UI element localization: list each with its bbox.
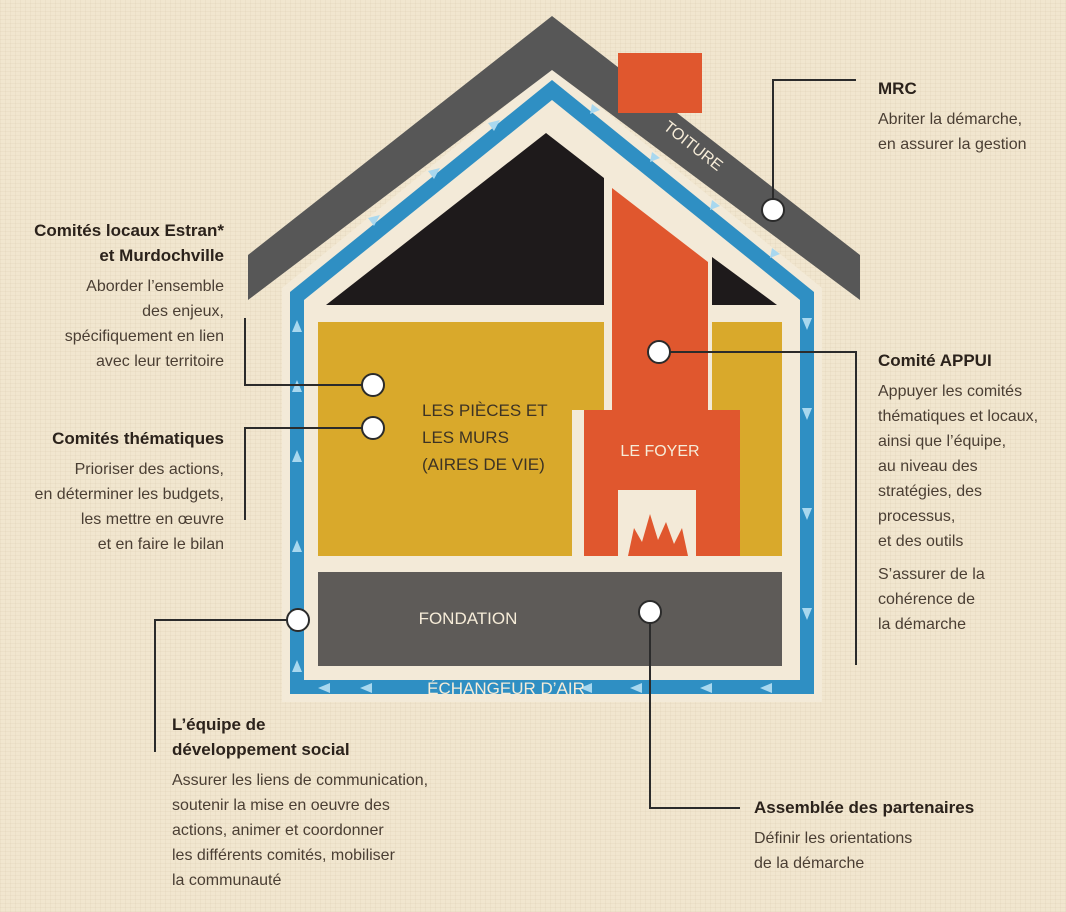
fire-icon [628, 514, 688, 556]
assemblee-callout: Assemblée des partenaires Définir les or… [754, 795, 974, 876]
assemblee-title: Assemblée des partenaires [754, 798, 975, 817]
equipe-title-1: L’équipe de [172, 715, 266, 734]
comites-thematiques-callout: Comités thématiques Prioriser des action… [35, 426, 224, 557]
chimney-top [618, 53, 702, 113]
comite-appui-desc-7: et des outils [878, 533, 964, 550]
equipe-desc-1: Assurer les liens de communication, [172, 772, 429, 789]
mrc-desc-1: Abriter la démarche, [878, 111, 1023, 128]
comites-locaux-desc-4: avec leur territoire [95, 353, 224, 370]
marker-equipe [286, 608, 310, 632]
leader-lines [154, 79, 857, 809]
rooms-label-line-2: LES MURS [422, 428, 509, 447]
comite-appui-desc-9: cohérence de [878, 591, 975, 608]
mrc-title: MRC [878, 79, 917, 98]
comites-thematiques-desc-3: les mettre en œuvre [80, 511, 224, 528]
air-exchanger-label: ÉCHANGEUR D’AIR [427, 679, 585, 698]
comite-appui-desc-8: S’assurer de la [878, 566, 985, 583]
equipe-title-2: développement social [172, 740, 350, 759]
equipe-desc-3: actions, animer et coordonner [172, 822, 384, 839]
comites-thematiques-desc-1: Prioriser des actions, [74, 461, 224, 478]
rooms-label-line-1: LES PIÈCES ET [422, 401, 548, 420]
comite-appui-desc-2: thématiques et locaux, [878, 408, 1039, 425]
comites-locaux-desc-2: des enjeux, [142, 303, 224, 320]
chimney [584, 188, 740, 556]
comite-appui-callout: Comité APPUI Appuyer les comités thémati… [878, 348, 1038, 637]
comite-appui-desc-1: Appuyer les comités [878, 383, 1023, 400]
hearth-label: LE FOYER [620, 443, 699, 460]
comites-thematiques-desc-4: et en faire le bilan [97, 536, 224, 553]
rooms-label-line-3: (AIRES DE VIE) [422, 455, 545, 474]
comites-locaux-title-1: Comités locaux Estran* [34, 221, 224, 240]
comite-appui-desc-4: au niveau des [878, 458, 978, 475]
comite-appui-title: Comité APPUI [878, 351, 992, 370]
comites-locaux-title-2: et Murdochville [99, 246, 224, 265]
equipe-callout: L’équipe de développement social Assurer… [172, 712, 428, 893]
equipe-desc-4: les différents comités, mobiliser [172, 847, 395, 864]
comite-appui-desc-10: la démarche [878, 616, 967, 633]
marker-comites-locaux [361, 373, 385, 397]
foundation [318, 572, 782, 666]
foundation-label: FONDATION [419, 609, 518, 628]
marker-mrc [761, 198, 785, 222]
attic-left [326, 133, 604, 305]
assemblee-desc-2: de la démarche [754, 855, 865, 872]
comite-appui-desc-5: stratégies, des [878, 483, 983, 500]
marker-comites-thematiques [361, 416, 385, 440]
mrc-desc-2: en assurer la gestion [878, 136, 1027, 153]
marker-assemblee [638, 600, 662, 624]
comite-appui-desc-6: processus, [878, 508, 956, 525]
callout-markers [286, 198, 785, 632]
comites-thematiques-desc-2: en déterminer les budgets, [34, 486, 224, 503]
air-flow-arrows [292, 104, 812, 693]
rooms-block [318, 322, 604, 556]
comites-locaux-callout: Comités locaux Estran* et Murdochville A… [34, 218, 224, 374]
rooms-under-hearth [572, 410, 584, 556]
mrc-callout: MRC Abriter la démarche, en assurer la g… [878, 76, 1027, 157]
equipe-desc-2: soutenir la mise en oeuvre des [172, 797, 390, 814]
comites-thematiques-title: Comités thématiques [52, 429, 224, 448]
marker-comite-appui [647, 340, 671, 364]
equipe-desc-5: la communauté [172, 872, 282, 889]
assemblee-desc-1: Définir les orientations [754, 830, 913, 847]
comite-appui-desc-3: ainsi que l’équipe, [878, 433, 1007, 450]
attic-right [712, 257, 777, 305]
comites-locaux-desc-3: spécifiquement en lien [64, 328, 224, 345]
comites-locaux-desc-1: Aborder l’ensemble [86, 278, 224, 295]
